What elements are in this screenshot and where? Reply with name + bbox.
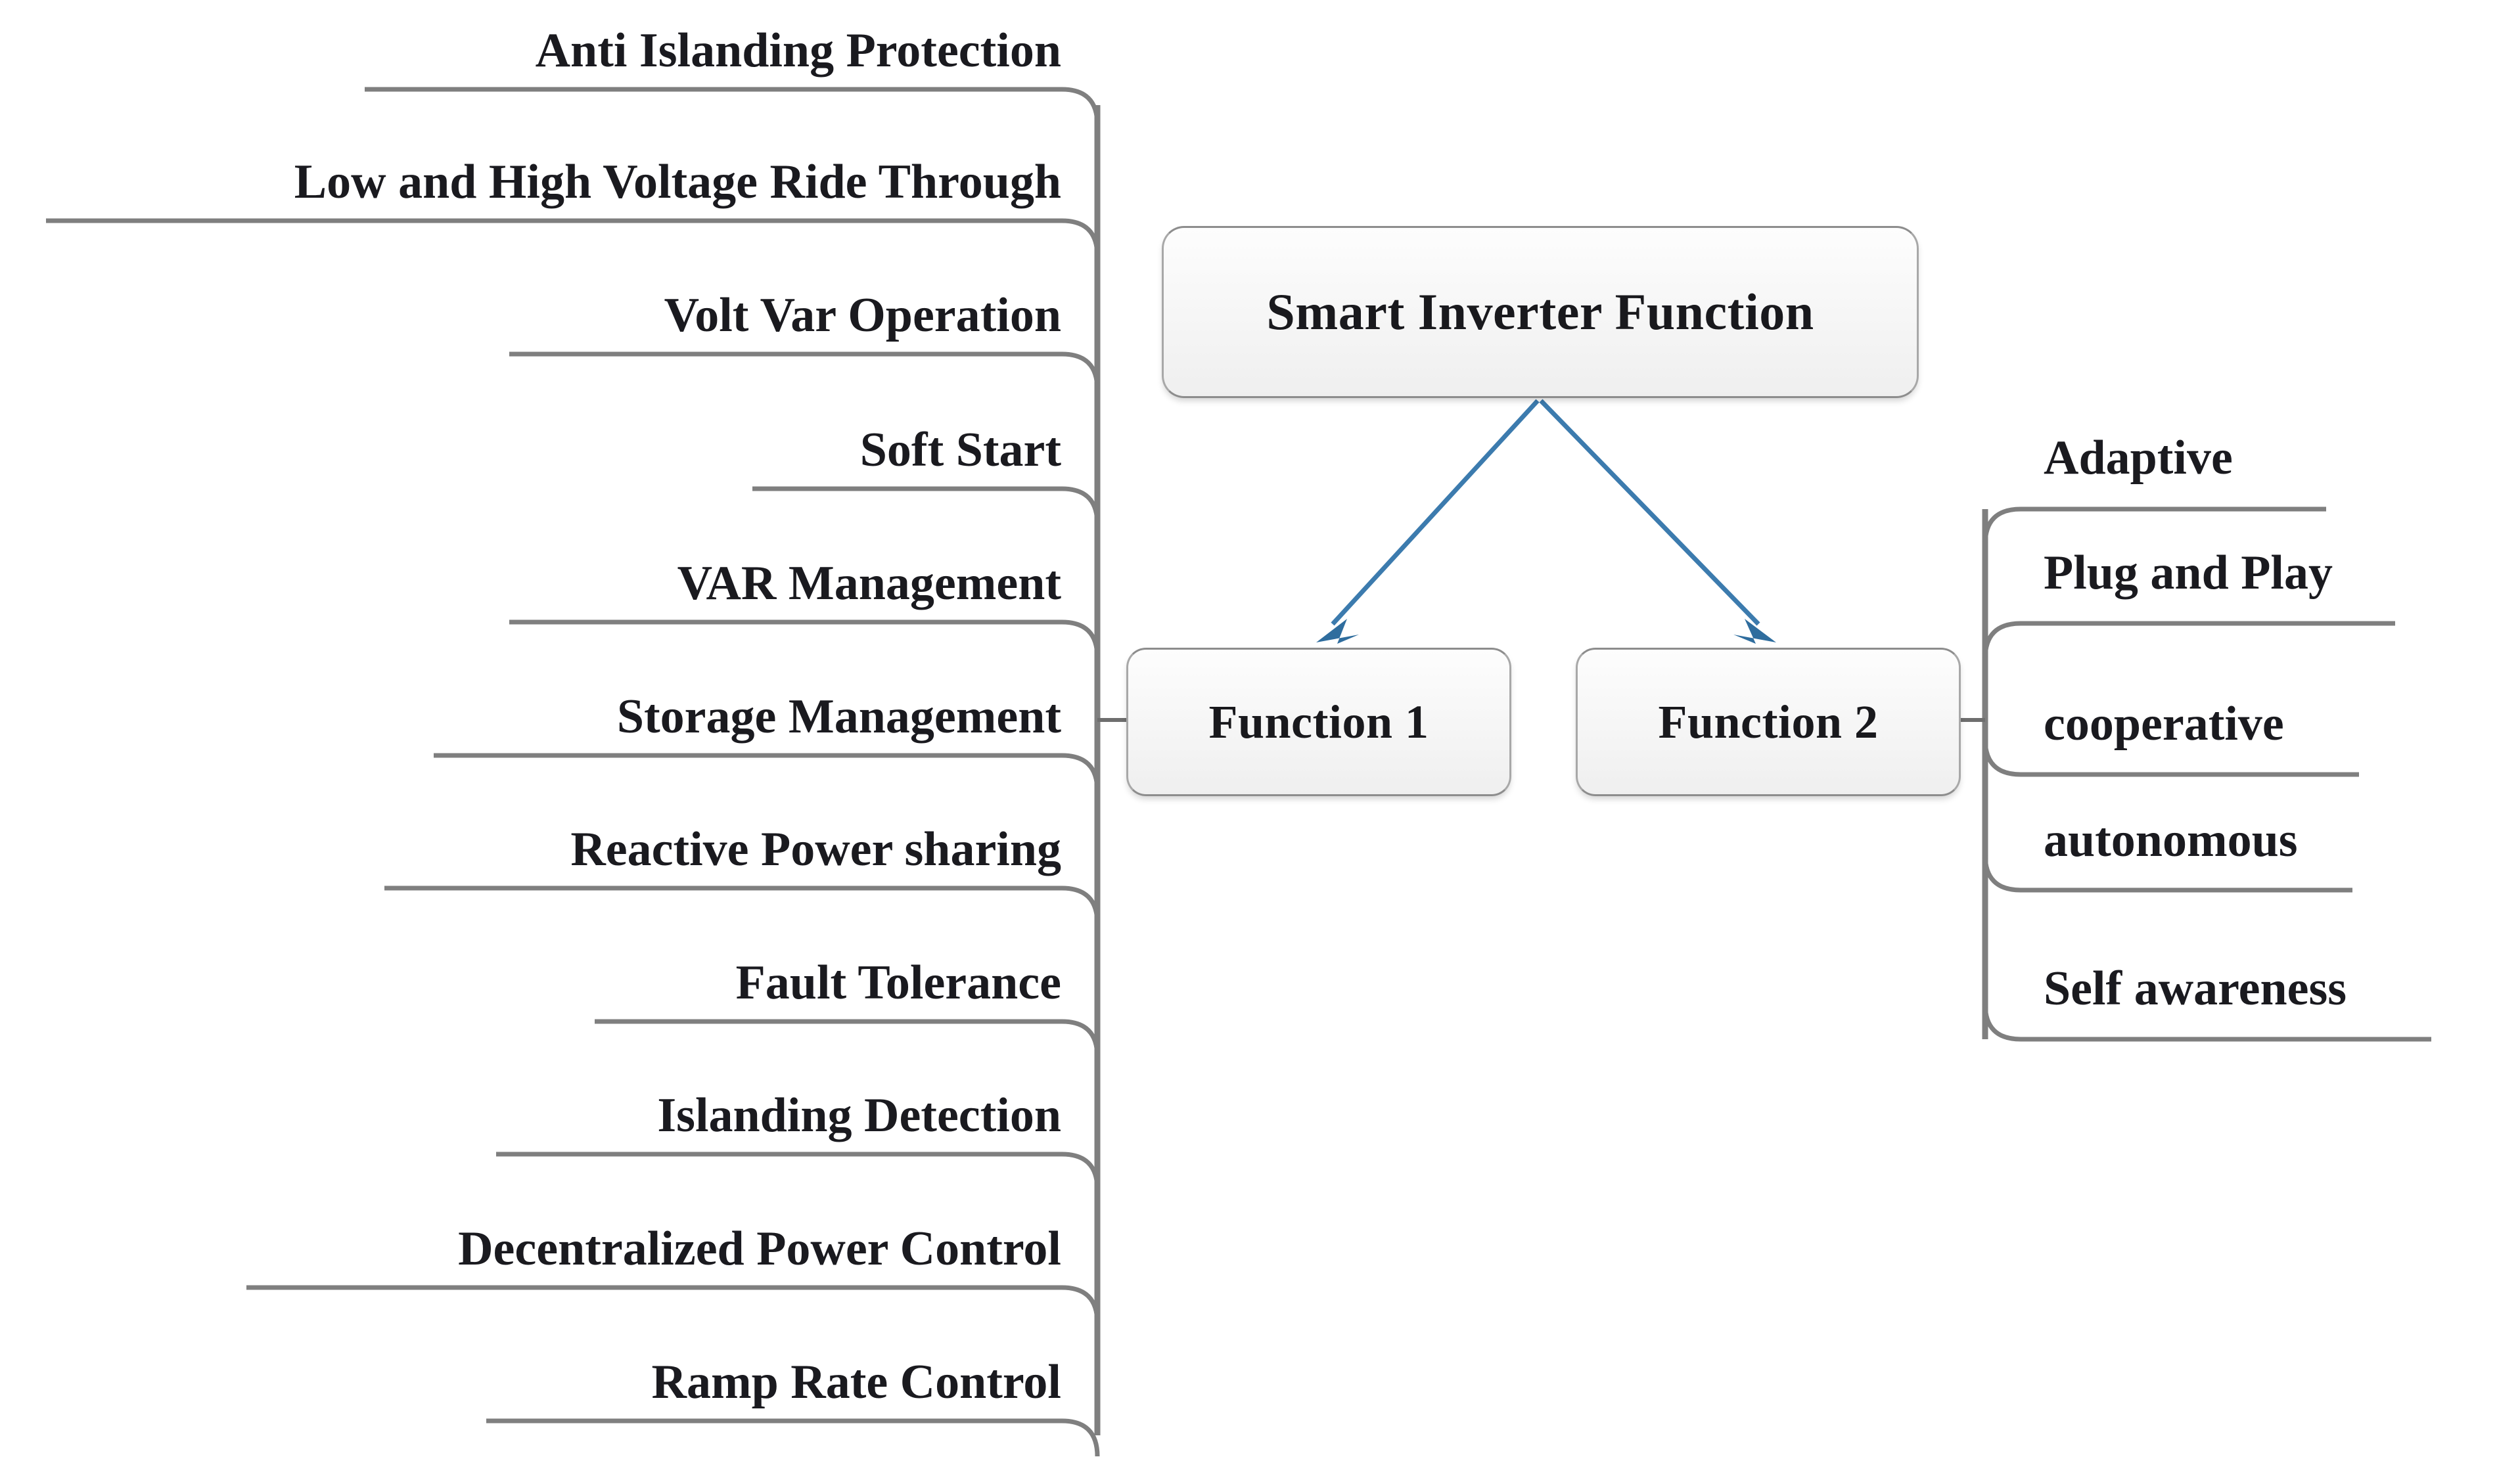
root-node-smart-inverter-function[interactable]: Smart Inverter Function — [1162, 226, 1919, 398]
leaf-low-and-high-voltage-ride-through[interactable]: Low and High Voltage Ride Through — [294, 155, 1061, 209]
leaf-autonomous[interactable]: autonomous — [2044, 813, 2298, 867]
left-twig-11 — [486, 1418, 1100, 1457]
leaf-var-management[interactable]: VAR Management — [677, 556, 1061, 610]
left-twig-9 — [496, 1152, 1100, 1190]
left-twig-6 — [434, 753, 1100, 792]
leaf-ramp-rate-control[interactable]: Ramp Rate Control — [651, 1355, 1061, 1409]
left-twig-2 — [46, 218, 1100, 257]
arrow-head-function2 — [1733, 619, 1776, 644]
left-twig-10 — [246, 1285, 1100, 1324]
arrow-root-to-function1 — [1331, 399, 1540, 626]
left-twig-3 — [509, 351, 1100, 390]
left-twig-7 — [384, 886, 1100, 924]
right-twig-1 — [1982, 506, 2326, 545]
leaf-storage-management[interactable]: Storage Management — [616, 690, 1061, 744]
leaf-cooperative[interactable]: cooperative — [2044, 697, 2284, 751]
leaf-soft-start[interactable]: Soft Start — [859, 423, 1061, 477]
right-twig-2 — [1982, 621, 2395, 660]
arrow-head-function1 — [1316, 619, 1359, 644]
leaf-reactive-power-sharing[interactable]: Reactive Power sharing — [570, 822, 1061, 876]
left-twig-5 — [509, 619, 1100, 658]
leaf-decentralized-power-control[interactable]: Decentralized Power Control — [458, 1222, 1061, 1276]
leaf-volt-var-operation[interactable]: Volt Var Operation — [664, 288, 1061, 342]
leaf-fault-tolerance[interactable]: Fault Tolerance — [735, 956, 1061, 1010]
leaf-islanding-detection[interactable]: Islanding Detection — [657, 1088, 1061, 1142]
node-function-2[interactable]: Function 2 — [1576, 648, 1961, 796]
left-twig-4 — [752, 486, 1100, 525]
leaf-self-awareness[interactable]: Self awareness — [2044, 962, 2347, 1016]
left-twig-8 — [595, 1019, 1100, 1058]
leaf-adaptive[interactable]: Adaptive — [2044, 431, 2233, 485]
leaf-anti-islanding-protection[interactable]: Anti Islanding Protection — [535, 24, 1061, 78]
left-twig-1 — [365, 87, 1100, 125]
node-function-1[interactable]: Function 1 — [1126, 648, 1511, 796]
arrow-root-to-function2 — [1539, 399, 1760, 626]
leaf-plug-and-play[interactable]: Plug and Play — [2044, 546, 2333, 600]
